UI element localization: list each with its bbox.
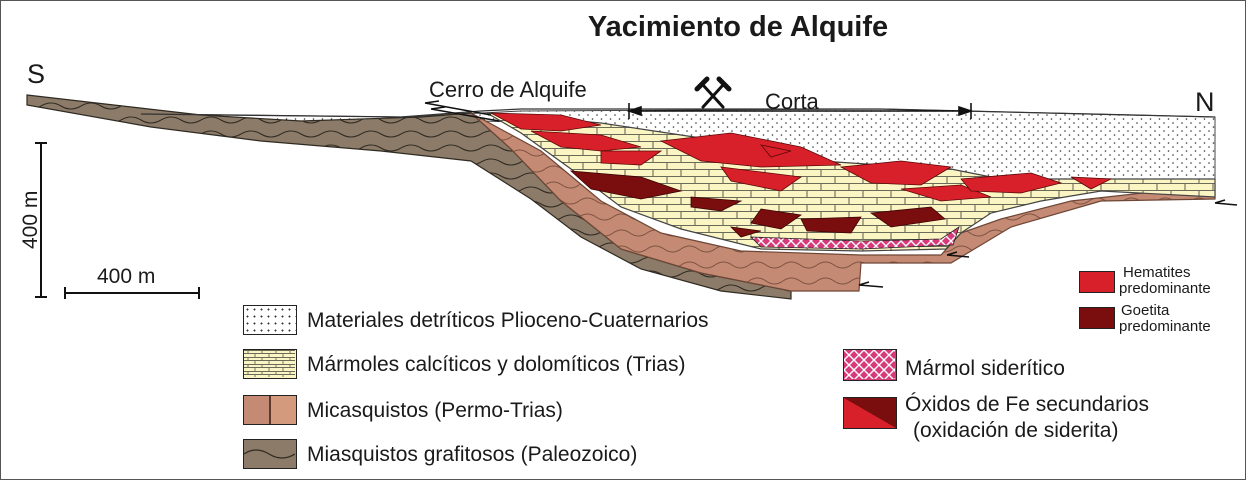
marble-layer (486, 112, 1216, 252)
siderite-body (749, 226, 960, 250)
legend-swatch-detrital (243, 305, 297, 335)
legend-label-hematite: Hematites (1123, 264, 1191, 281)
vertical-scale-bar (35, 142, 47, 298)
legend-label-marble: Mármoles calcíticos y dolomíticos (Trias… (307, 353, 686, 376)
legend-label-hematite-sub: predominante (1119, 280, 1211, 297)
legend-swatch-siderite (843, 349, 897, 381)
legend-label-siderite: Mármol siderítico (905, 357, 1065, 380)
legend-swatch-goethite (1079, 307, 1115, 329)
legend-swatch-micaschist (243, 395, 297, 425)
vertical-scale-label: 400 m (19, 190, 42, 249)
horizontal-scale-bar (64, 287, 200, 299)
legend-label-detrital: Materiales detríticos Plioceno-Cuaternar… (307, 309, 709, 332)
legend-label-oxides-sub: (oxidación de siderita) (913, 419, 1119, 442)
legend-label-goethite-sub: predominante (1119, 318, 1211, 335)
legend-swatch-hematite (1079, 271, 1115, 293)
pit-label: Corta (765, 89, 819, 114)
south-label: S (27, 59, 46, 89)
micaschist-layer (470, 112, 1216, 292)
corta-extent (626, 103, 974, 119)
goethite-bodies (569, 170, 946, 238)
graphitic-schist-layer (26, 94, 792, 300)
legend-swatch-marble (243, 349, 297, 379)
horizontal-scale-label: 400 m (97, 265, 156, 288)
thrust-arrows (424, 100, 1238, 288)
hill-label: Cerro de Alquife (429, 77, 587, 102)
legend-swatch-graphitic (243, 439, 297, 469)
diagram-title: Yacimiento de Alquife (587, 11, 889, 43)
crossed-hammers-icon (694, 76, 732, 109)
legend-label-oxides: Óxidos de Fe secundarios (905, 393, 1149, 416)
hematite-bodies (490, 112, 1113, 202)
north-label: N (1195, 87, 1215, 117)
legend-label-micaschist: Micasquistos (Permo-Trias) (307, 399, 563, 422)
legend-label-graphitic: Miasquistos grafitosos (Paleozoico) (307, 443, 638, 466)
legend-swatch-oxides (843, 397, 897, 429)
legend-label-goethite: Goetita (1121, 302, 1170, 319)
